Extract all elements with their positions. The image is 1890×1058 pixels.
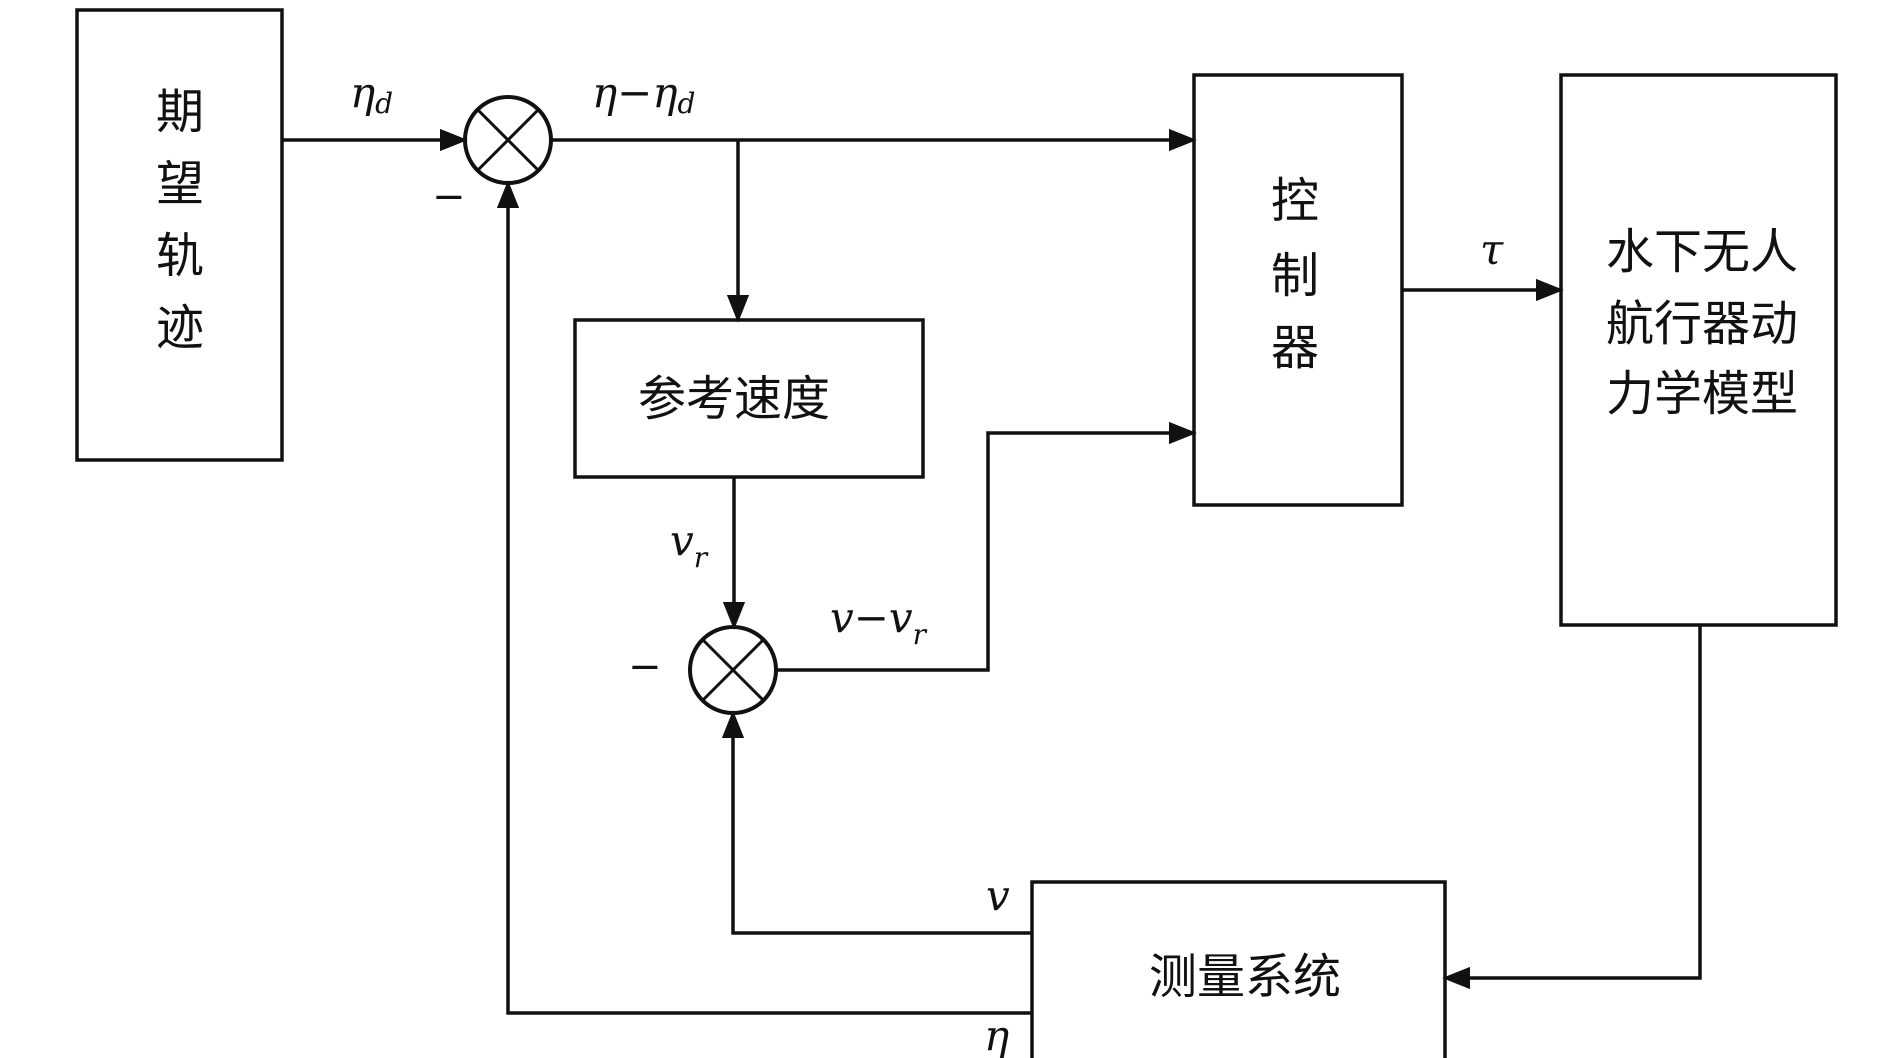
label-eta-d: ηd [350,68,393,120]
reference-velocity-block: 参考速度 [573,318,925,479]
controller-block: 控 制 器 [1192,73,1404,507]
label-v-r: vr [670,516,709,574]
minus-sign-top: − [432,174,466,220]
wire-eta-feedback [496,180,1032,1015]
label-eta: η [984,1011,1009,1058]
label-v: v [986,871,1010,920]
minus-sign-bottom: − [628,644,662,690]
controller-char-2: 制 [1271,248,1319,304]
controller-char-3: 器 [1271,320,1319,376]
auv-model-line-2: 航行器动 [1606,296,1798,352]
desired-trajectory-char-1: 期 [156,84,204,140]
label-tau: τ [1480,225,1504,274]
label-v-error: v−vr [830,593,928,651]
desired-trajectory-char-4: 迹 [156,300,204,356]
label-eta-error: η−ηd [592,68,695,120]
auv-model-line-1: 水下无人 [1606,224,1798,280]
desired-trajectory-char-2: 望 [156,156,204,212]
desired-trajectory-block: 期 望 轨 迹 [75,8,284,462]
auv-model-line-3: 力学模型 [1606,366,1798,422]
summing-junction-top [463,95,553,185]
wire-model-to-measurement [1442,625,1702,990]
measurement-system-block: 测量系统 [1030,880,1447,1058]
desired-trajectory-char-3: 轨 [156,228,204,284]
controller-char-1: 控 [1271,173,1319,229]
reference-velocity-label: 参考速度 [638,371,830,427]
measurement-system-label: 测量系统 [1149,949,1341,1005]
wire-v-error-to-controller [776,421,1197,672]
summing-junction-bottom [688,625,778,715]
wire-v-feedback [721,710,1032,935]
auv-dynamics-block: 水下无人 航行器动 力学模型 [1559,73,1838,627]
